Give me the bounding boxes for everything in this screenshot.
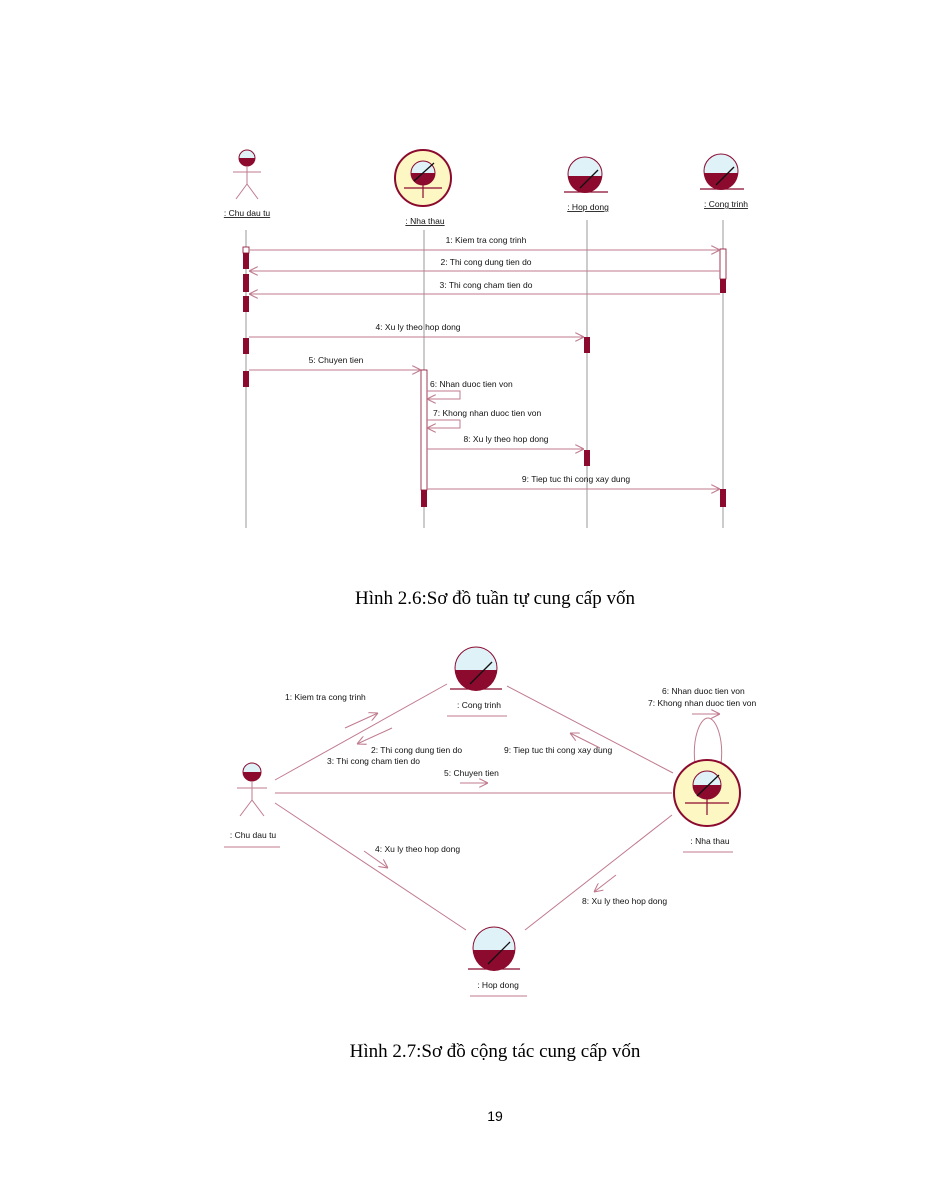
object-label: : Nha thau bbox=[690, 836, 729, 846]
link-chu-cong bbox=[274, 683, 448, 781]
control-icon bbox=[394, 149, 452, 207]
message-label: 2: Thi cong dung tien do bbox=[440, 257, 531, 267]
actor-icon bbox=[233, 149, 261, 200]
participant-label: : Nha thau bbox=[405, 216, 444, 226]
message-arrow-8 bbox=[594, 874, 617, 892]
link-cong-nha bbox=[506, 685, 674, 774]
message-label: 4: Xu ly theo hop dong bbox=[375, 844, 460, 854]
actor-icon bbox=[237, 762, 267, 817]
entity-hop-dong: : Hop dong bbox=[564, 156, 609, 212]
link-chu-hop bbox=[274, 802, 467, 931]
actor-chu-dau-tu: : Chu dau tu bbox=[224, 149, 271, 218]
message-6: 6: Nhan duoc tien von bbox=[427, 379, 513, 399]
object-label: : Hop dong bbox=[477, 980, 519, 990]
entity-cong-trinh: : Cong trinh bbox=[447, 646, 507, 717]
sequence-diagram: : Chu dau tu : Nha thau : Hop dong bbox=[224, 149, 748, 528]
message-label: 7: Khong nhan duoc tien von bbox=[648, 698, 756, 708]
participant-label: : Cong trinh bbox=[704, 199, 748, 209]
entity-icon bbox=[468, 926, 520, 971]
control-nha-thau: : Nha thau bbox=[673, 759, 741, 853]
control-nha-thau: : Nha thau bbox=[394, 149, 452, 226]
message-1: 1: Kiem tra cong trinh bbox=[249, 235, 720, 250]
figure-caption: Hình 2.7:Sơ đồ cộng tác cung cấp vốn bbox=[350, 1041, 641, 1062]
message-9: 9: Tiep tuc thi cong xay dung bbox=[427, 474, 720, 489]
message-label: 7: Khong nhan duoc tien von bbox=[433, 408, 541, 418]
participant-label: : Hop dong bbox=[567, 202, 609, 212]
message-label: 1: Kiem tra cong trinh bbox=[285, 692, 366, 702]
message-arrow-1 bbox=[344, 713, 378, 729]
message-label: 2: Thi cong dung tien do bbox=[371, 745, 462, 755]
message-label: 9: Tiep tuc thi cong xay dung bbox=[504, 745, 612, 755]
entity-icon bbox=[450, 646, 502, 691]
message-4: 4: Xu ly theo hop dong bbox=[249, 322, 584, 337]
message-label: 4: Xu ly theo hop dong bbox=[375, 322, 460, 332]
object-label: : Cong trinh bbox=[457, 700, 501, 710]
message-8: 8: Xu ly theo hop dong bbox=[427, 434, 584, 449]
object-label: : Chu dau tu bbox=[230, 830, 277, 840]
entity-cong-trinh: : Cong trinh bbox=[700, 153, 748, 209]
control-icon bbox=[673, 759, 741, 827]
figure-caption: Hình 2.6:Sơ đồ tuần tự cung cấp vốn bbox=[355, 588, 635, 609]
link-nha-hop bbox=[524, 814, 673, 931]
message-label: 6: Nhan duoc tien von bbox=[662, 686, 745, 696]
entity-icon bbox=[564, 156, 608, 193]
entity-icon bbox=[700, 153, 744, 190]
actor-chu-dau-tu: : Chu dau tu bbox=[224, 762, 280, 848]
message-label: 5: Chuyen tien bbox=[444, 768, 499, 778]
message-label: 1: Kiem tra cong trinh bbox=[446, 235, 527, 245]
message-arrow-9 bbox=[570, 733, 601, 749]
message-3: 3: Thi cong cham tien do bbox=[249, 280, 720, 294]
participant-label: : Chu dau tu bbox=[224, 208, 271, 218]
message-arrow-2-3 bbox=[357, 727, 393, 744]
message-5: 5: Chuyen tien bbox=[249, 355, 421, 370]
message-label: 5: Chuyen tien bbox=[309, 355, 364, 365]
message-label: 6: Nhan duoc tien von bbox=[430, 379, 513, 389]
message-label: 3: Thi cong cham tien do bbox=[440, 280, 533, 290]
message-label: 9: Tiep tuc thi cong xay dung bbox=[522, 474, 630, 484]
message-2: 2: Thi cong dung tien do bbox=[249, 257, 720, 271]
activations bbox=[242, 246, 727, 507]
message-label: 3: Thi cong cham tien do bbox=[327, 756, 420, 766]
message-7: 7: Khong nhan duoc tien von bbox=[427, 408, 541, 428]
page-number: 19 bbox=[487, 1108, 503, 1124]
collaboration-diagram: : Cong trinh : Chu dau tu bbox=[224, 646, 756, 997]
message-label: 8: Xu ly theo hop dong bbox=[463, 434, 548, 444]
link-nha-self bbox=[693, 717, 723, 765]
message-arrow-4 bbox=[363, 850, 388, 868]
entity-hop-dong: : Hop dong bbox=[468, 926, 527, 997]
message-label: 8: Xu ly theo hop dong bbox=[582, 896, 667, 906]
